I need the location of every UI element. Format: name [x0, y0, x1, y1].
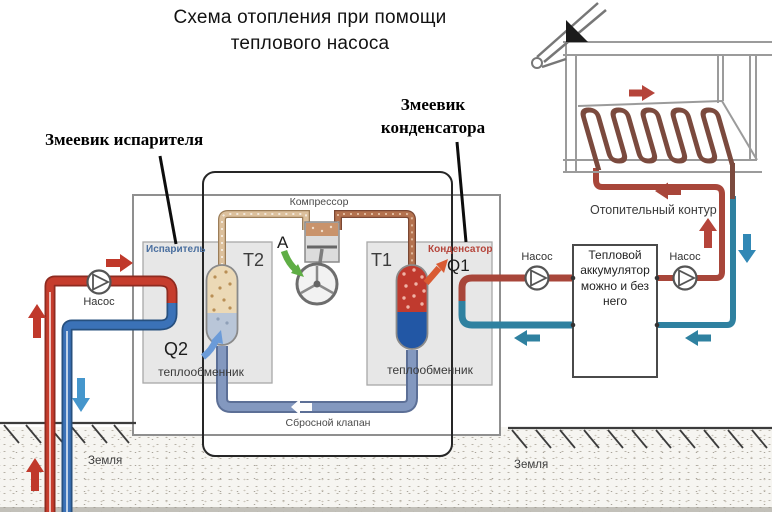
point-a-label: A: [277, 233, 289, 252]
heating-circuit-label: Отопительный контур: [590, 203, 717, 217]
discharge-gas-pipe: [334, 210, 416, 272]
heat-accumulator-box: [570, 244, 660, 378]
pump-icon: [86, 269, 112, 295]
heat-exchanger-left-label: теплообменник: [158, 365, 244, 379]
diagram-title-line1: Схема отопления при помощи: [173, 7, 447, 28]
flow-down-arrow-icon: [738, 234, 756, 263]
condenser-label: Конденсатор: [428, 244, 493, 255]
tank-t2-label: T2: [243, 250, 265, 270]
accumulator-pump-right-label: Насос: [669, 251, 701, 263]
relief-valve-pipe: [216, 346, 418, 415]
roof-corner: [566, 20, 588, 42]
relief-valve-label: Сбросной клапан: [285, 417, 371, 429]
flow-up-arrow-icon: [26, 458, 44, 491]
ground-label-right: Земля: [514, 459, 549, 471]
flow-left-arrow-icon: [655, 182, 681, 200]
evaporator-tank: [205, 264, 239, 346]
heat-accumulator-label: Тепловой аккумулятор можно и без него: [580, 248, 650, 309]
heat-out-arrow-icon: [423, 259, 448, 286]
annotation-condenser-coil-line2: конденсатора: [380, 118, 486, 137]
outer-unit-box: [132, 194, 501, 436]
compressor-label: Компрессор: [289, 196, 349, 208]
condenser-secondary-cold-pipe: [458, 196, 736, 329]
flow-down-arrow-icon: [72, 378, 90, 412]
condenser-coil-pointer-line: [455, 141, 468, 243]
flow-up-arrow-icon: [28, 304, 46, 338]
ground-loop-return-pipe: [61, 303, 178, 512]
tank-t1-label: T1: [371, 250, 393, 270]
pump-icon: [672, 265, 698, 291]
ground-surface-right: [508, 426, 772, 449]
condenser-tank: [395, 264, 429, 350]
work-input-arrow-icon: [280, 249, 304, 277]
suction-gas-pipe: [218, 210, 310, 272]
flow-left-arrow-icon: [685, 330, 711, 346]
floor-heating-coil: [580, 107, 735, 199]
refrigerant-circuit-box: [202, 171, 453, 457]
ground-label-left: Земля: [88, 455, 123, 467]
condenser-panel: [366, 241, 493, 386]
flow-up-arrow-icon: [699, 218, 717, 248]
annotation-evaporator-coil: Змеевик испарителя: [45, 130, 204, 149]
image-bottom-edge: [0, 507, 772, 512]
heat-out-q1-label: Q1: [447, 256, 470, 275]
flow-right-arrow-icon: [629, 85, 655, 101]
accumulator-pump-left-label: Насос: [521, 251, 553, 263]
diagram-title-line2: теплового насоса: [230, 33, 390, 54]
condenser-secondary-hot-pipe: [458, 168, 725, 301]
heat-in-q2-label: Q2: [164, 339, 189, 359]
flow-arrows: [26, 85, 756, 491]
flow-left-arrow-icon: [514, 330, 540, 346]
compressor-icon: [295, 221, 340, 306]
heat-in-arrow-icon: [200, 330, 223, 360]
pump-icon: [524, 265, 550, 291]
annotation-condenser-coil-line1: Змеевик: [400, 95, 466, 114]
ground-loop-pump-label: Насос: [83, 296, 115, 308]
flow-right-arrow-icon: [106, 254, 133, 272]
evaporator-coil-pointer-line: [158, 155, 178, 245]
relief-flow-left-arrow-icon: [291, 399, 312, 415]
heat-exchanger-right-label: теплообменник: [387, 363, 473, 377]
evaporator-label: Испаритель: [146, 244, 206, 255]
